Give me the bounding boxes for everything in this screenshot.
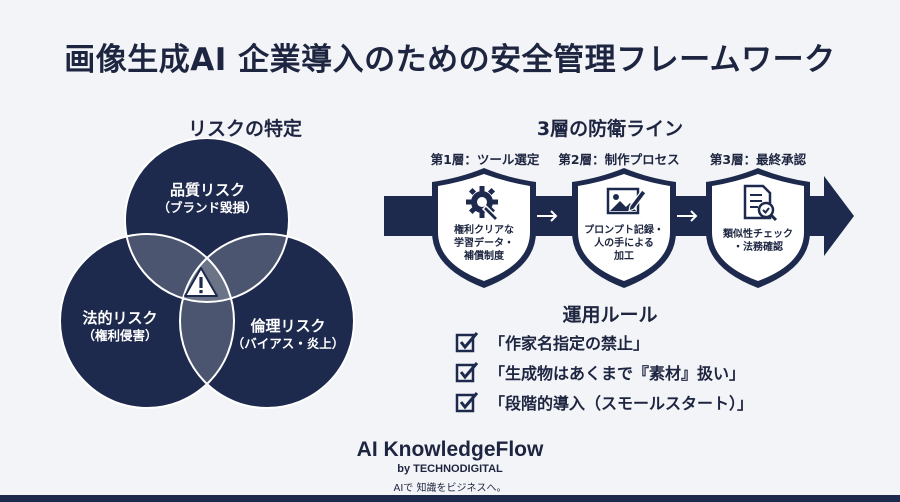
flow-arrow-1 xyxy=(537,210,558,222)
layer-1-line-2: 学習データ・ xyxy=(454,238,514,249)
flow-arrow-2 xyxy=(677,210,698,222)
quality-risk-title: 品質リスク xyxy=(169,181,245,199)
gear-wrench-icon xyxy=(466,186,500,223)
rule-item: 「作家名指定の禁止」 xyxy=(455,328,835,356)
rules-list: 「作家名指定の禁止」 「生成物はあくまで『素材』扱い」 「段階的導入（スモールス… xyxy=(455,328,835,418)
legal-risk-label: 法的リスク （権利侵害） xyxy=(65,308,175,345)
ethics-risk-label: 倫理リスク （バイアス・炎上） xyxy=(223,316,353,353)
layer-2-text: プロンプト記録・ 人の手による 加工 xyxy=(579,224,669,263)
rule-text: 「段階的導入（スモールスタート）」 xyxy=(489,394,754,413)
checkbox-icon xyxy=(455,362,479,383)
checkbox-icon xyxy=(455,332,479,353)
checkbox-icon xyxy=(455,392,479,413)
layer-3-label: 第3層：最終承認 xyxy=(709,152,807,167)
rule-text: 「生成物はあくまで『素材』扱い」 xyxy=(489,364,746,383)
brand-tagline: AIで 知識をビジネスへ。 xyxy=(393,483,507,494)
legal-risk-outline xyxy=(59,233,235,409)
venn-svg xyxy=(59,137,355,409)
defense-section-title: 3層の防衛ライン xyxy=(536,118,684,140)
layer-3-line-1: 類似性チェック xyxy=(723,229,793,240)
ethics-risk-title: 倫理リスク xyxy=(250,317,326,335)
layer-2-line-2: 人の手による xyxy=(594,238,654,249)
rule-text: 「作家名指定の禁止」 xyxy=(489,334,650,353)
ethics-risk-outline xyxy=(179,233,355,409)
warning-icon xyxy=(184,267,218,297)
page-title: 画像生成AI 企業導入のための安全管理フレームワーク xyxy=(64,42,836,78)
layer-1-label: 第1層：ツール選定 xyxy=(430,152,540,167)
layer-1-line-3: 補償制度 xyxy=(464,251,504,262)
ethics-risk-sub: （バイアス・炎上） xyxy=(231,336,345,352)
legal-risk-sub: （権利侵害） xyxy=(82,328,158,344)
document-search-icon xyxy=(743,184,778,222)
layer-3-text: 類似性チェック ・法務確認 xyxy=(713,228,803,254)
legal-risk-title: 法的リスク xyxy=(82,309,158,327)
layer-3-line-2: ・法務確認 xyxy=(733,242,783,253)
rules-section-title: 運用ルール xyxy=(562,304,658,326)
layer-2-label: 第2層：制作プロセス xyxy=(558,152,680,167)
rule-item: 「生成物はあくまで『素材』扱い」 xyxy=(455,358,835,386)
shield-2 xyxy=(572,168,676,288)
overlap-top-right xyxy=(180,234,289,302)
image-edit-icon xyxy=(606,187,647,215)
brand-name: AI KnowledgeFlow xyxy=(356,438,544,461)
layer-1-line-1: 権利クリアな xyxy=(454,225,514,236)
layer-1-text: 権利クリアな 学習データ・ 補償制度 xyxy=(439,224,529,263)
quality-risk-sub: （ブランド毀損） xyxy=(157,200,258,216)
layer-2-line-3: 加工 xyxy=(614,251,634,262)
defense-flow-svg xyxy=(384,168,854,288)
rule-item: 「段階的導入（スモールスタート）」 xyxy=(455,388,835,416)
bottom-bar xyxy=(0,495,900,502)
defense-flow: 権利クリアな 学習データ・ 補償制度 プロンプト記録・ 人の手による 加工 類似… xyxy=(384,166,864,296)
shield-1 xyxy=(432,168,536,288)
quality-risk-label: 品質リスク （ブランド毀損） xyxy=(150,180,265,217)
overlap-top-left xyxy=(125,234,234,302)
brand-by: by TECHNODIGITAL xyxy=(397,463,503,475)
risk-venn-diagram: 品質リスク （ブランド毀損） 法的リスク （権利侵害） 倫理リスク （バイアス・… xyxy=(55,137,355,418)
layer-2-line-1: プロンプト記録・ xyxy=(584,225,664,236)
quality-risk-outline xyxy=(124,137,290,303)
risk-section-title: リスクの特定 xyxy=(187,118,302,140)
shield-3 xyxy=(706,168,810,288)
